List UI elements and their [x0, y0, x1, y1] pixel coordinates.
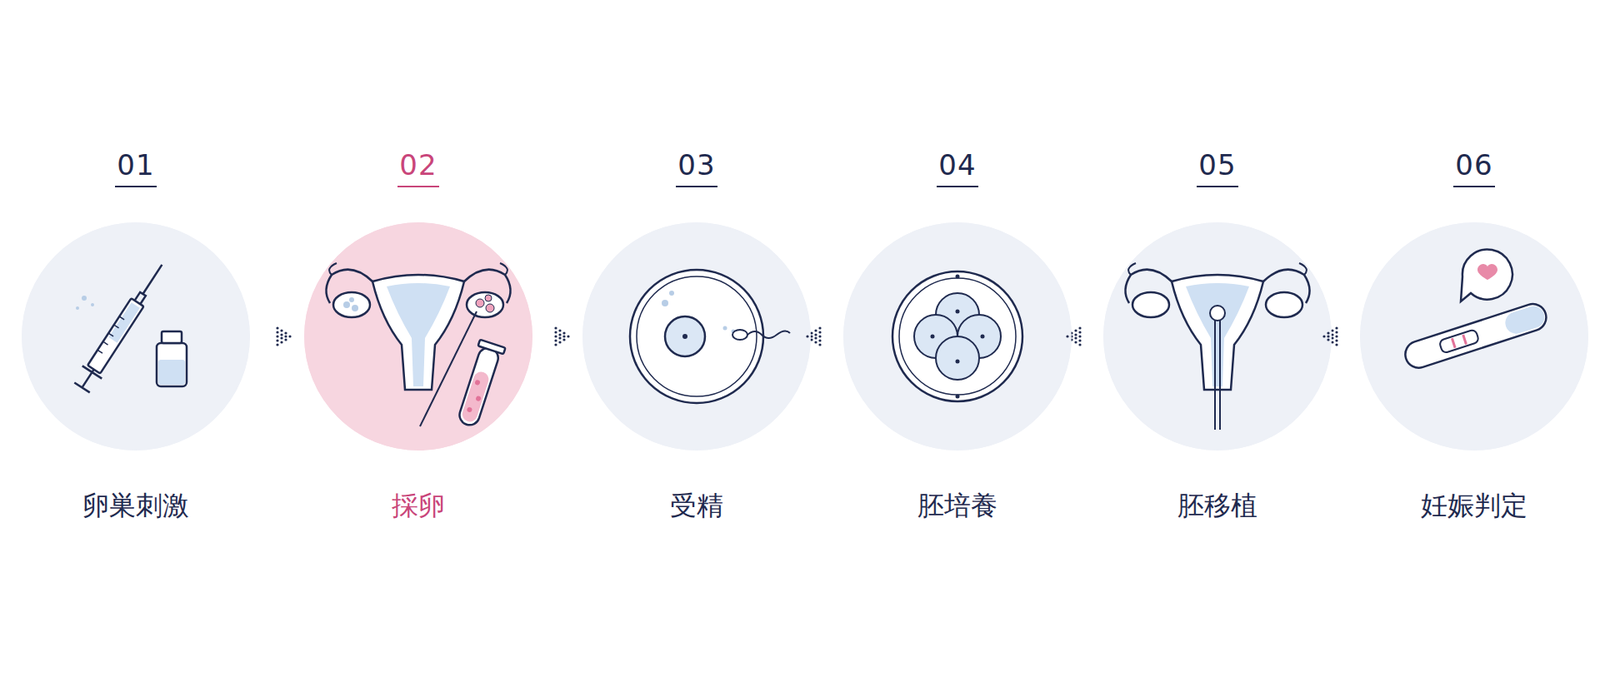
step-label: 妊娠判定 — [1420, 487, 1528, 525]
step-label: 採卵 — [391, 487, 445, 525]
step-circle — [582, 222, 811, 451]
step-node: 04 胚培養 — [843, 145, 1072, 546]
step-number: 06 — [1453, 145, 1495, 188]
step-circle — [21, 222, 250, 451]
step-circle-ground — [304, 222, 533, 451]
step-circle — [304, 222, 533, 451]
step-arrow — [1078, 336, 1082, 338]
step-circle — [1360, 222, 1589, 451]
step-arrow — [1335, 336, 1342, 338]
step-arrow — [818, 336, 821, 338]
step-label: 卵巣刺激 — [82, 487, 190, 525]
step-node: 05 胚移植 — [1103, 145, 1332, 546]
step-label: 受精 — [670, 487, 724, 525]
step-number: 05 — [1196, 145, 1238, 188]
step-number: 03 — [675, 145, 717, 188]
step-circle — [843, 222, 1072, 451]
step-circle-ground — [1103, 222, 1332, 451]
step-circle-ground — [582, 222, 811, 451]
step-number: 02 — [397, 145, 439, 188]
step-circle-ground — [843, 222, 1072, 451]
step-arrow — [260, 336, 280, 338]
step-circle-ground — [21, 222, 250, 451]
step-node: 02 採卵 — [304, 145, 533, 546]
step-circle — [1103, 222, 1332, 451]
step-number: 01 — [115, 145, 156, 188]
step-label: 胚移植 — [1177, 487, 1258, 525]
step-label: 胚培養 — [917, 487, 998, 525]
step-arrow — [542, 336, 558, 338]
step-node: 01 卵巣刺激 — [21, 145, 250, 546]
step-node: 03 受精 — [582, 145, 811, 546]
step-number: 04 — [936, 145, 978, 188]
step-circle-ground — [1360, 222, 1589, 451]
step-node: 06 妊娠判定 — [1360, 145, 1589, 546]
